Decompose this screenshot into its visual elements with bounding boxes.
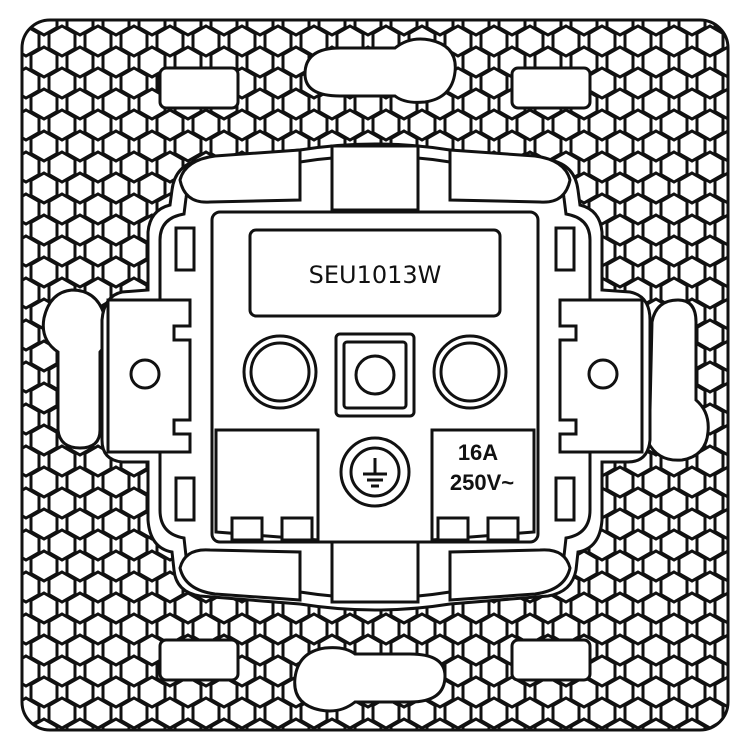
left-pin-hole — [242, 334, 318, 410]
top-keyhole-slot — [303, 37, 457, 104]
rating-label: 16A 250V~ — [450, 440, 514, 495]
slot-bottom-left — [158, 638, 240, 682]
center-screw-housing — [334, 332, 416, 418]
terminal-blocks — [214, 428, 536, 542]
label-window: SEU1013W — [248, 228, 502, 318]
slot-top-right — [510, 66, 592, 110]
left-clamp-screw — [129, 358, 161, 390]
rating-current: 16A — [458, 440, 498, 465]
slot-bottom-right — [510, 638, 592, 682]
bottom-keyhole-slot — [293, 646, 447, 713]
product-code: SEU1013W — [309, 261, 442, 289]
ground-icon — [339, 436, 411, 508]
pin-holes — [242, 332, 508, 418]
slot-top-left — [158, 66, 240, 110]
rating-voltage: 250V~ — [450, 470, 514, 495]
right-pin-hole — [432, 334, 508, 410]
right-clamp-screw — [587, 358, 619, 390]
